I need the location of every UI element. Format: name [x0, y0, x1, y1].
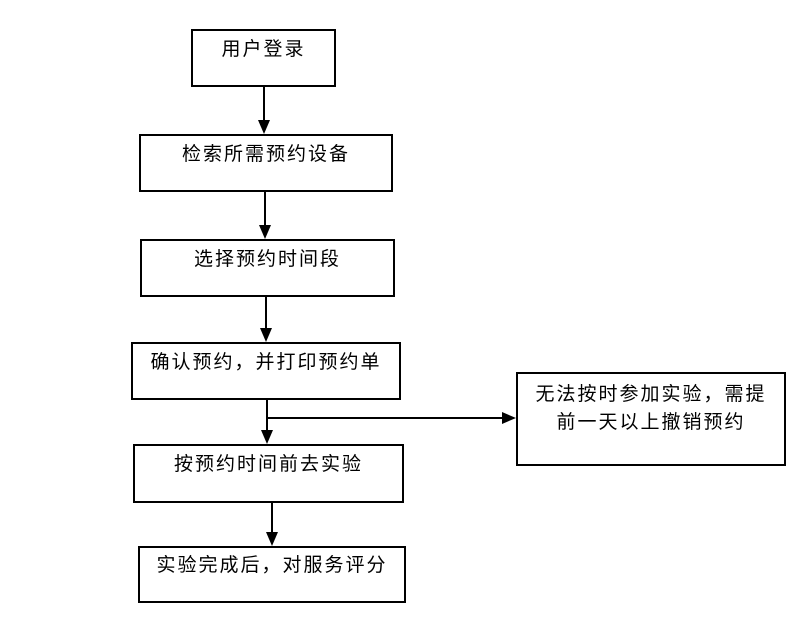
node-attend-experiment-label: 按预约时间前去实验: [173, 454, 363, 476]
node-attend-experiment: 按预约时间前去实验: [133, 444, 404, 503]
arrow-confirm-to-cancel-note: [267, 412, 516, 424]
node-select-timeslot-label: 选择预约时间段: [193, 248, 341, 270]
node-user-login: 用户登录: [191, 29, 336, 87]
arrow-timeslot-to-confirm: [260, 297, 272, 342]
arrow-confirm-to-attend: [261, 400, 273, 444]
arrow-search-to-timeslot: [259, 192, 271, 239]
node-select-timeslot: 选择预约时间段: [140, 239, 395, 297]
node-confirm-print: 确认预约，并打印预约单: [131, 342, 401, 400]
node-cancel-note: 无法按时参加实验，需提 前一天以上撤销预约: [516, 372, 786, 466]
arrow-attend-to-rate: [266, 503, 278, 546]
node-user-login-label: 用户登录: [221, 38, 306, 60]
node-search-equipment: 检索所需预约设备: [139, 134, 393, 192]
node-confirm-print-label: 确认预约，并打印预约单: [150, 351, 382, 373]
arrow-login-to-search: [258, 87, 270, 134]
node-search-equipment-label: 检索所需预约设备: [181, 143, 350, 165]
node-rate-service: 实验完成后，对服务评分: [138, 546, 406, 603]
node-cancel-note-line1: 无法按时参加实验，需提: [535, 384, 767, 405]
node-rate-service-label: 实验完成后，对服务评分: [156, 555, 388, 577]
node-cancel-note-line2: 前一天以上撤销预约: [556, 412, 746, 433]
